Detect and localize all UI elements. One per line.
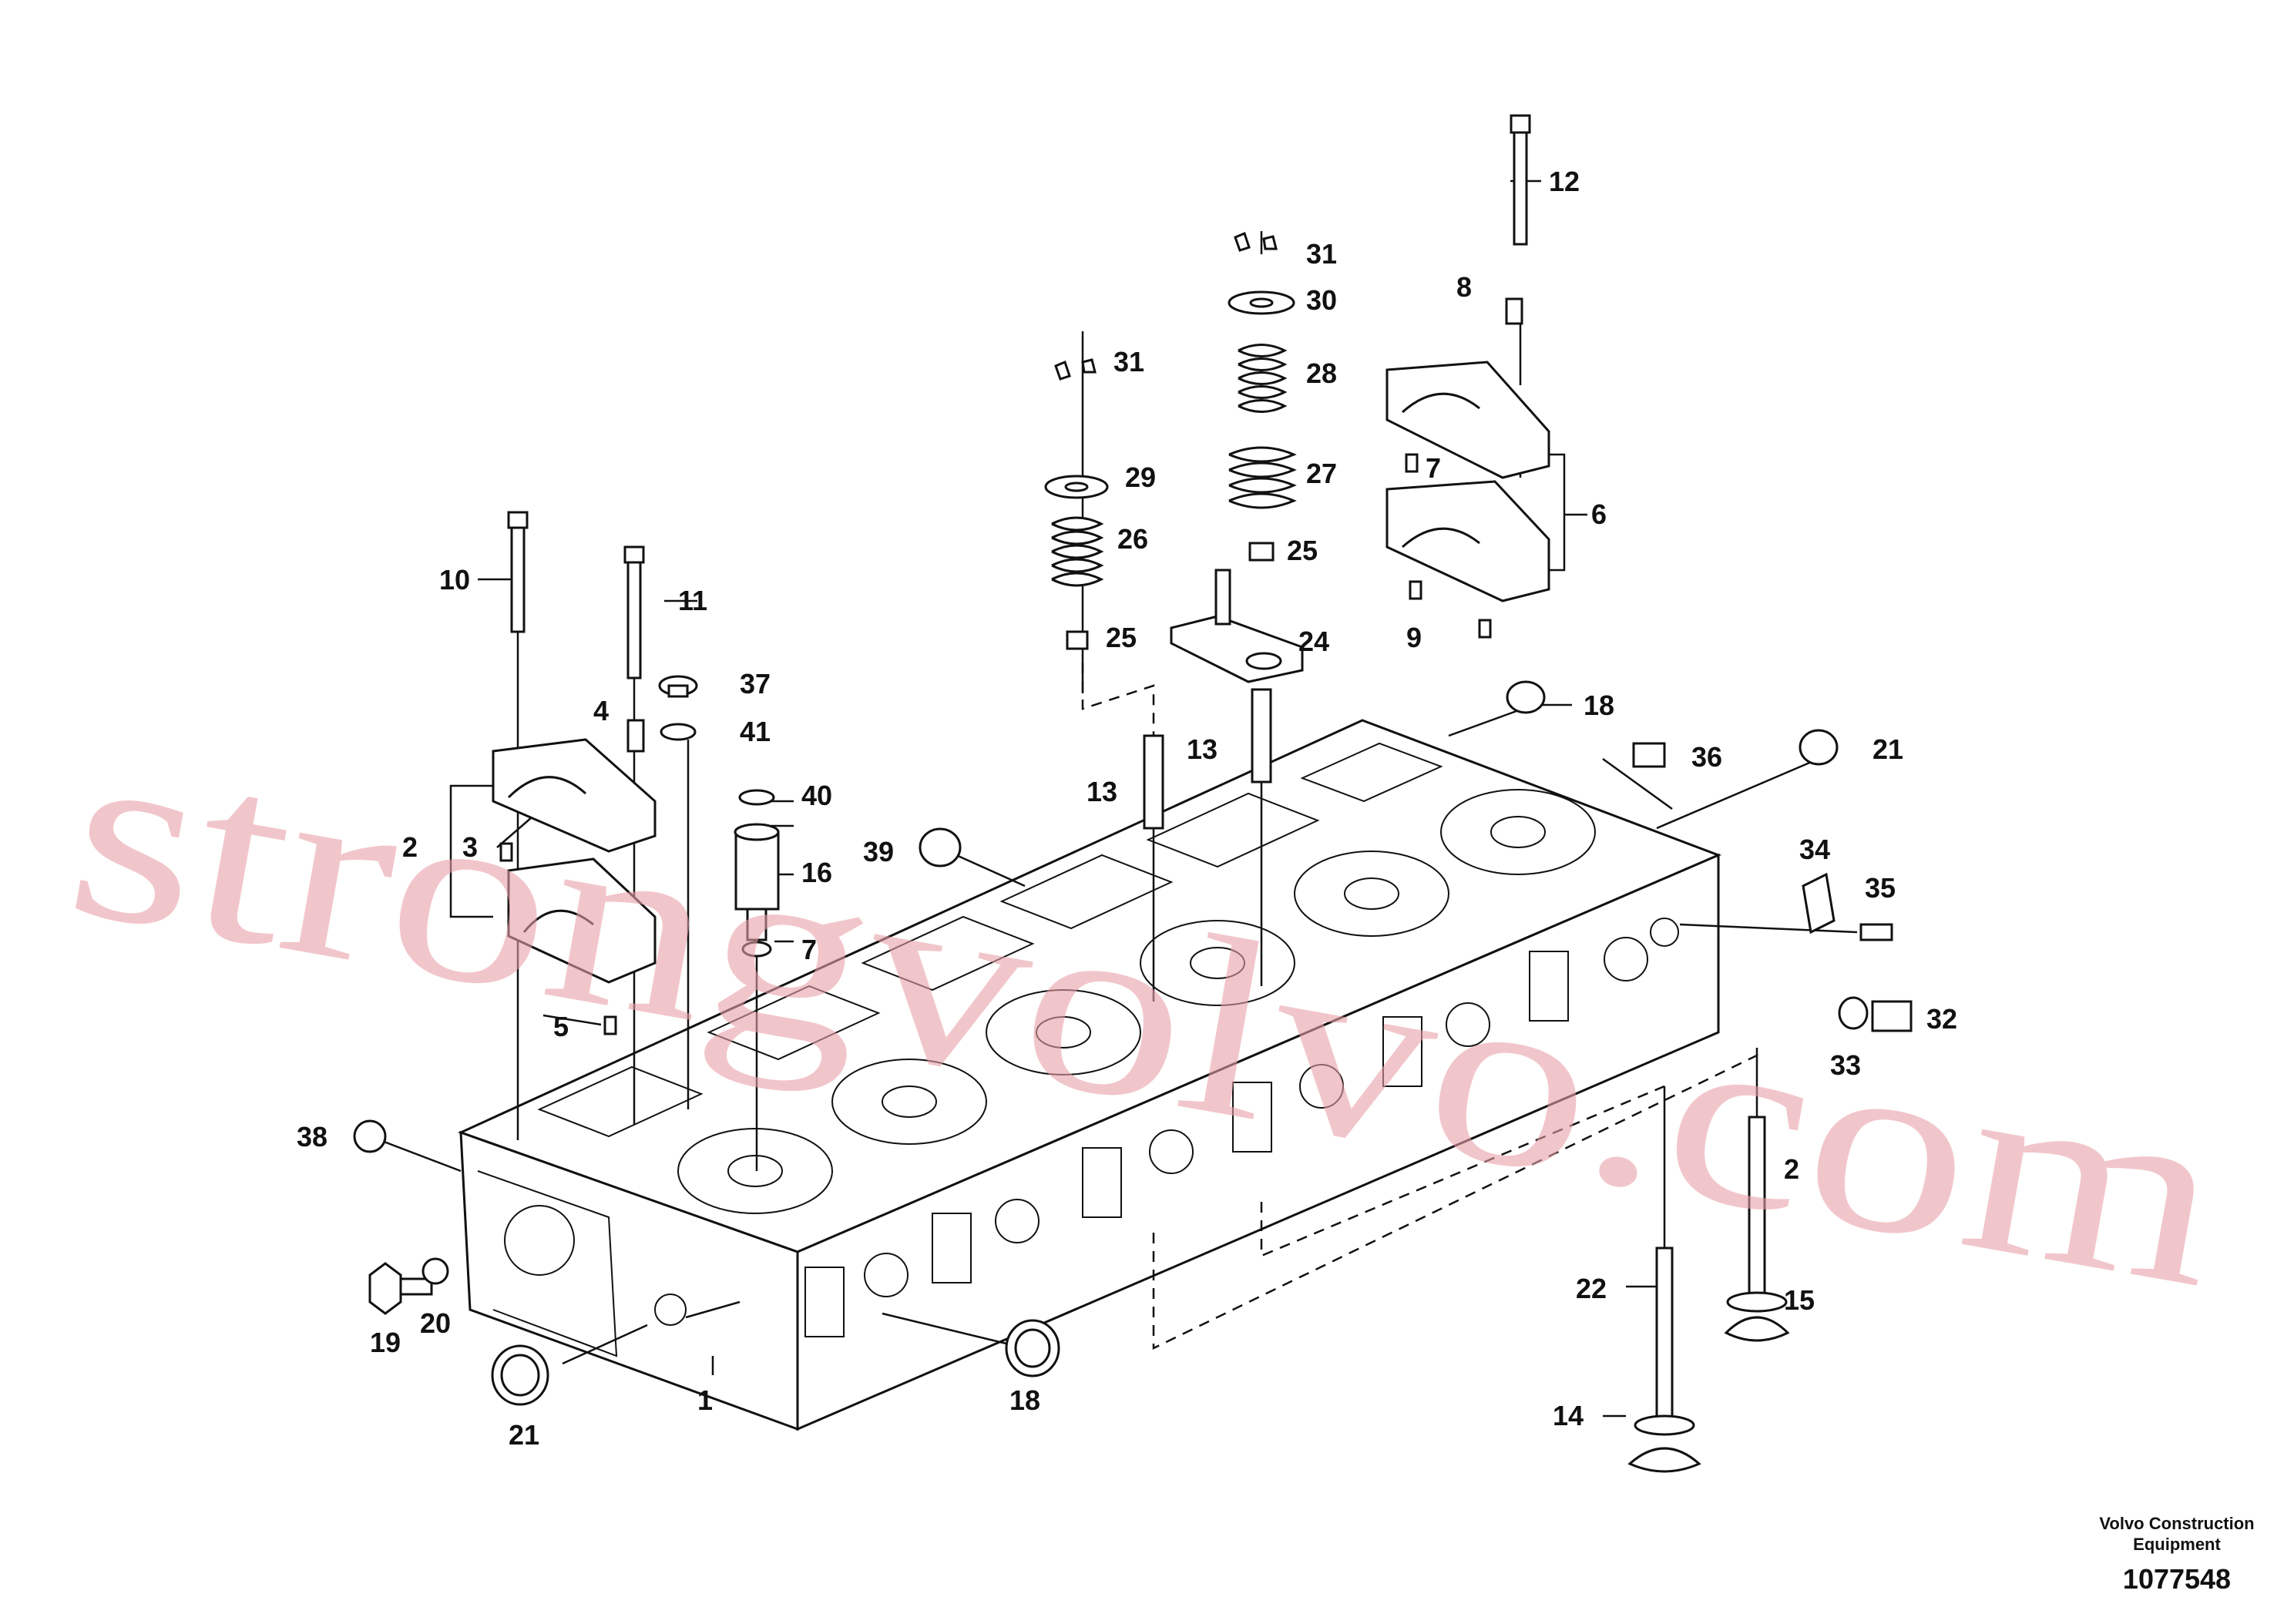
bearing-cap-right	[1385, 297, 1550, 639]
footer-block: Volvo Construction Equipment 1077548	[2099, 1514, 2254, 1595]
bolt-10	[507, 511, 529, 633]
valve-train-right	[1170, 231, 1304, 783]
callout-30: 30	[1306, 284, 1337, 316]
callout-28: 28	[1306, 357, 1337, 389]
callout-32: 32	[1926, 1003, 1957, 1035]
injector-sleeve-16	[734, 823, 780, 941]
callout-29: 29	[1125, 461, 1156, 493]
callout-31-right: 31	[1306, 238, 1337, 270]
callout-18-lower: 18	[1009, 1384, 1040, 1416]
callout-20: 20	[420, 1307, 451, 1339]
callout-24: 24	[1298, 626, 1329, 657]
callout-26: 26	[1117, 523, 1148, 555]
callout-3: 3	[462, 831, 478, 863]
callout-41: 41	[740, 716, 771, 747]
valve-train-left	[1044, 358, 1164, 830]
washers-37-41-40-7	[658, 675, 775, 958]
brand-line-1: Volvo Construction	[2099, 1514, 2254, 1533]
callout-40: 40	[801, 780, 832, 811]
brand-line-2: Equipment	[2133, 1535, 2221, 1554]
callout-38: 38	[297, 1121, 327, 1153]
plugs-right	[1506, 680, 1913, 1032]
callout-33: 33	[1830, 1049, 1861, 1081]
bolt-12	[1510, 114, 1531, 246]
callout-34: 34	[1799, 834, 1830, 865]
callout-13-left: 13	[1087, 776, 1117, 807]
callout-16: 16	[801, 857, 832, 888]
callout-27: 27	[1306, 458, 1337, 489]
callout-6: 6	[1591, 498, 1607, 530]
callout-25-left: 25	[1106, 622, 1137, 653]
callout-14: 14	[1553, 1400, 1584, 1431]
callout-12: 12	[1549, 166, 1580, 197]
callout-21-lower: 21	[509, 1419, 539, 1451]
callout-10: 10	[439, 564, 470, 596]
callout-2: 2	[402, 831, 418, 863]
callout-18-right: 18	[1584, 690, 1614, 721]
callout-2-right: 2	[1784, 1153, 1799, 1185]
callout-31-left: 31	[1113, 346, 1144, 377]
callout-9: 9	[1406, 622, 1422, 653]
callout-8: 8	[1456, 271, 1472, 303]
bolt-11	[623, 545, 645, 679]
callout-39: 39	[863, 836, 894, 867]
callout-19: 19	[370, 1327, 401, 1358]
callout-13-right: 13	[1187, 733, 1218, 765]
cylinder-head	[458, 719, 1721, 1431]
callout-1: 1	[697, 1384, 713, 1416]
callout-22: 22	[1576, 1273, 1607, 1304]
callout-5: 5	[553, 1011, 569, 1042]
callout-4: 4	[593, 695, 609, 726]
callout-35: 35	[1865, 872, 1896, 904]
callout-37: 37	[740, 668, 771, 700]
valve-15	[1724, 1116, 1790, 1342]
drawing-number: 1077548	[2123, 1563, 2231, 1595]
callout-25-right: 25	[1287, 535, 1318, 566]
callout-15: 15	[1784, 1284, 1815, 1316]
callout-36: 36	[1691, 741, 1722, 773]
valve-22	[1627, 1247, 1701, 1473]
callout-7: 7	[1426, 452, 1441, 484]
callout-7-lower: 7	[801, 934, 817, 965]
callout-21-right: 21	[1872, 733, 1903, 765]
bearing-cap-left	[492, 719, 657, 1035]
plugs-left	[353, 827, 1060, 1406]
callout-labels: 1 2 3 4 5 6 7 7 8 9 10 11 12 13 13 14 15…	[297, 166, 1957, 1451]
callout-11: 11	[678, 585, 707, 616]
